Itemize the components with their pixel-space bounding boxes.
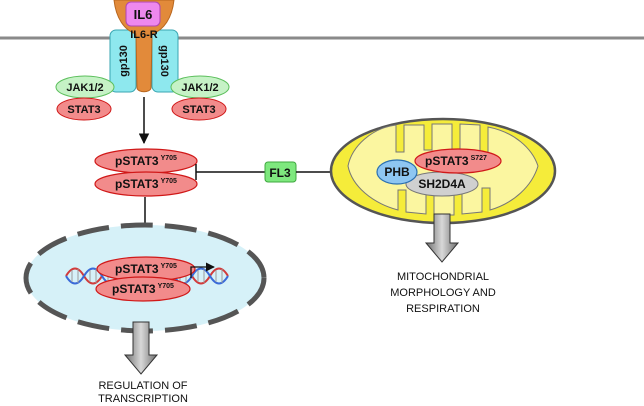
il6-ligand [125,1,161,27]
pstat3-mito [414,148,502,174]
pstat3-nuclear-bottom [95,276,191,302]
mito-outcome-line-2: MORPHOLOGY AND [390,287,496,299]
transcription-arrow [190,262,215,278]
il6-r-label: IL6-R [130,29,158,41]
nucleus-outcome-line-1: REGULATION OF [98,380,187,392]
pstat3-cyto-bottom [94,171,198,197]
il6-label: IL6 [134,7,153,22]
stat3-right-label: STAT3 [182,104,215,116]
mito-outcome-line-3: RESPIRATION [406,303,480,315]
mito-outcome-line-1: MITOCHONDRIAL [397,271,489,283]
gp130-left-label: gp130 [118,45,130,77]
phb-label: PHB [384,165,410,179]
sh2d4a-label: SH2D4A [418,177,466,191]
stat3-left-label: STAT3 [67,104,100,116]
mito-outcome-arrow [424,213,460,263]
gp130-right-label: gp130 [158,45,170,77]
jak-left-label: JAK1/2 [66,82,103,94]
jak-right-label: JAK1/2 [181,82,218,94]
nucleus-outcome-line-2: TRANSCRIPTION [98,393,188,405]
fl3-label: FL3 [269,166,291,180]
stat3-right [171,97,227,121]
nucleus-outcome-arrow [123,321,159,375]
phb [376,159,418,185]
stat3-left [56,97,112,121]
